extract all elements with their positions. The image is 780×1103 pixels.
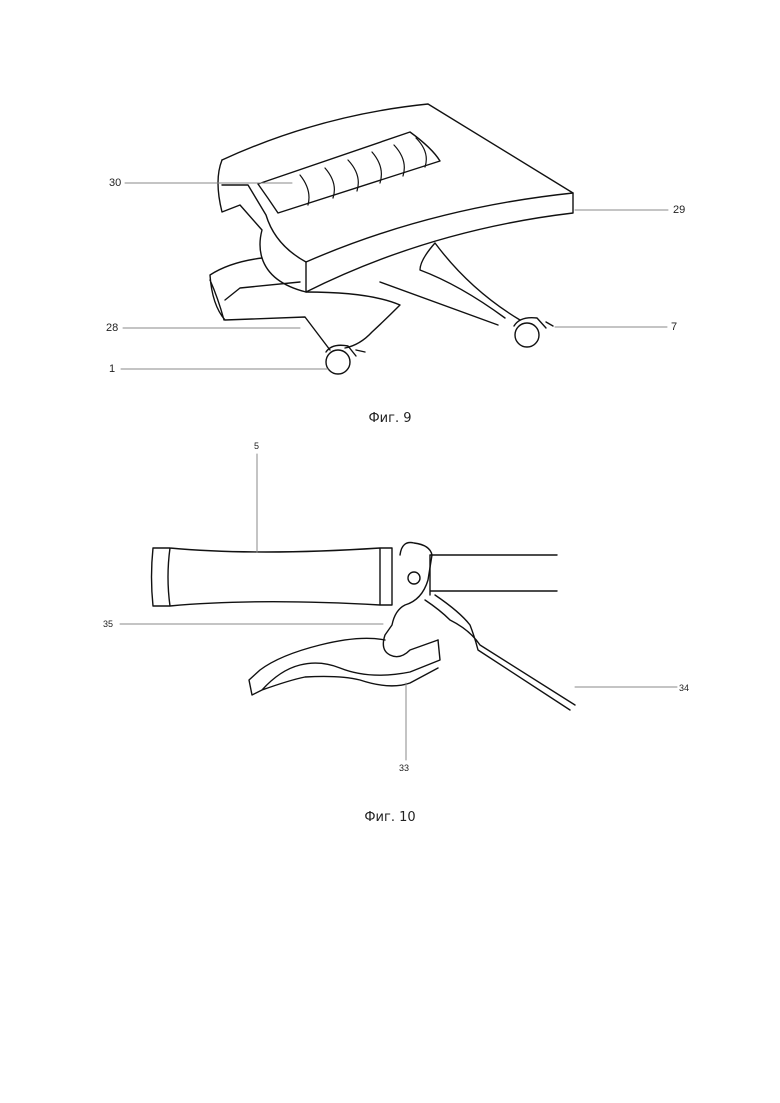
handlebar-tube	[430, 555, 557, 595]
ref-label-28: 28	[106, 322, 118, 334]
ref-label-35: 35	[103, 619, 113, 629]
ref-label-33: 33	[399, 763, 409, 773]
ref-label-1: 1	[109, 363, 115, 375]
figure-caption-9: Фиг. 9	[330, 411, 450, 426]
handle-grip	[152, 548, 393, 606]
cushion-panel	[258, 132, 440, 213]
leader-lines-fig9	[121, 183, 668, 369]
rear-leg	[420, 243, 520, 320]
ref-label-30: 30	[109, 177, 121, 189]
figure-10-drawing	[120, 454, 677, 760]
front-face	[306, 193, 573, 292]
ref-label-7: 7	[671, 321, 677, 333]
wheel-rear	[515, 323, 539, 347]
ref-label-5: 5	[254, 441, 259, 451]
brake-cable	[425, 595, 575, 710]
ref-label-34: 34	[679, 683, 689, 693]
base-foot	[210, 258, 498, 350]
figure-caption-10: Фиг. 10	[330, 810, 450, 825]
figure-9-drawing	[121, 104, 668, 374]
pivot-bolt	[408, 572, 420, 584]
wheel-front	[326, 350, 350, 374]
leader-lines-fig10	[120, 454, 677, 760]
brake-lever	[249, 638, 440, 695]
ref-label-29: 29	[673, 204, 685, 216]
left-side	[218, 160, 306, 292]
